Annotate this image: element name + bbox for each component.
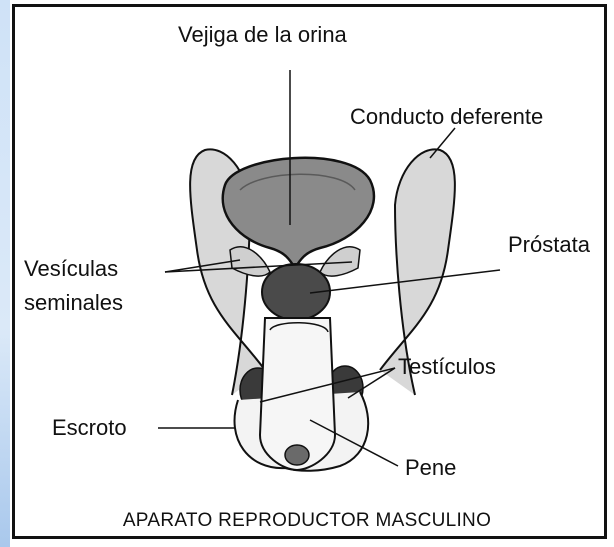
label-bladder: Vejiga de la orina (178, 22, 347, 48)
figure-caption: APARATO REPRODUCTOR MASCULINO (0, 510, 614, 532)
label-seminal-vesicles-1: Vesículas (24, 256, 118, 282)
label-seminal-vesicles-2: seminales (24, 290, 123, 316)
label-testicles: Testículos (398, 354, 496, 380)
label-prostate: Próstata (508, 232, 590, 258)
glans (285, 445, 309, 465)
seminal-vesicle-right (320, 247, 360, 276)
label-vas-deferens: Conducto deferente (350, 104, 543, 130)
label-scrotum: Escroto (52, 415, 127, 441)
label-penis: Pene (405, 455, 456, 481)
